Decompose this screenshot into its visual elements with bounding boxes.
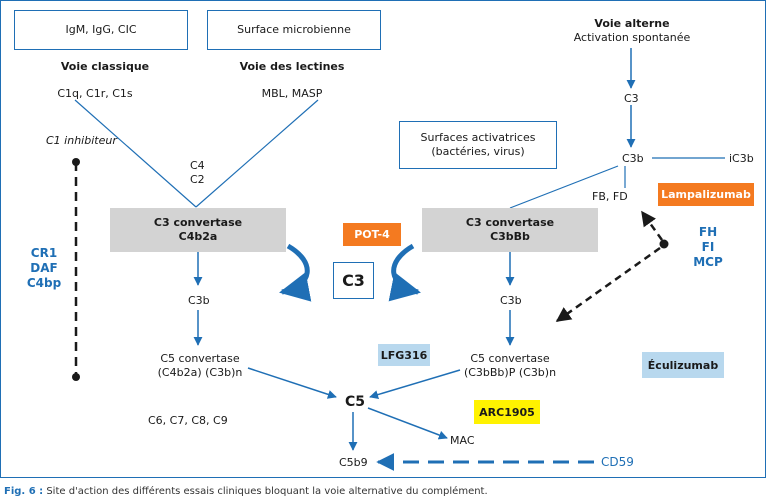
microbial-surface-box: Surface microbienne [207, 10, 381, 50]
lectin-to-convertase-line [195, 99, 319, 208]
right-c5conv-to-c5-arrow [369, 369, 461, 399]
c1-inhibitor-label: C1 inhibiteur [46, 134, 117, 147]
diagram-frame [0, 0, 766, 478]
fi-label: FI [701, 240, 715, 254]
lfg316-badge: LFG316 [378, 344, 430, 366]
inhibitor-bottom-dot [72, 373, 80, 381]
arc1905-label: ARC1905 [479, 405, 535, 419]
lampalizumab-badge: Lampalizumab [658, 183, 754, 206]
lectin-components: MBL, MASP [261, 87, 323, 100]
arc1905-badge: ARC1905 [474, 400, 540, 424]
alt-c3b-label: C3b [622, 152, 644, 165]
alternative-pathway-subtitle: Activation spontanée [573, 31, 691, 44]
left-c5-convertase-line1: C5 convertase [160, 352, 240, 365]
c3-convertase-alternative-line2: C3bBb [490, 230, 530, 243]
activating-surfaces-line1: Surfaces activatrices [420, 131, 536, 144]
activating-surfaces-line2: (bactéries, virus) [431, 145, 525, 158]
lfg316-label: LFG316 [380, 348, 428, 362]
antibody-box: IgM, IgG, CIC [14, 10, 188, 50]
central-c3-box: C3 [333, 262, 374, 299]
right-amplification-arrow [388, 243, 421, 302]
c4bp-label: C4bp [26, 276, 62, 290]
cd59-label: CD59 [601, 455, 634, 469]
microbial-surface-label: Surface microbienne [237, 23, 351, 36]
central-c3-label: C3 [342, 270, 365, 290]
eculizumab-badge: Éculizumab [642, 352, 724, 378]
figure-caption: Fig. 6 : Site d'action des différents es… [4, 486, 488, 497]
fh-label: FH [698, 225, 718, 239]
classical-pathway-title: Voie classique [60, 60, 150, 73]
daf-label: DAF [30, 261, 58, 275]
figure-caption-label: Fig. 6 : [4, 486, 44, 497]
c2-label: C2 [190, 173, 205, 186]
ic3b-label: iC3b [729, 152, 754, 165]
c5-label: C5 [345, 394, 366, 410]
left-amplification-arrow [279, 243, 312, 302]
pot4-badge: POT-4 [343, 223, 401, 246]
right-c3b-label: C3b [500, 294, 522, 307]
late-components-label: C6, C7, C8, C9 [148, 414, 228, 427]
c3-convertase-classical-line2: C4b2a [178, 230, 218, 243]
regulator-dot [659, 239, 669, 249]
fbfd-label: FB, FD [592, 190, 628, 203]
c3-convertase-alternative: C3 convertase C3bBb [422, 208, 598, 252]
cr1-label: CR1 [30, 246, 58, 260]
left-c3b-label: C3b [188, 294, 210, 307]
c3-convertase-classical: C3 convertase C4b2a [110, 208, 286, 252]
eculizumab-label: Éculizumab [647, 358, 719, 372]
c5-to-mac-arrow [367, 407, 448, 440]
activating-surfaces-box: Surfaces activatrices (bactéries, virus) [399, 121, 557, 169]
c5b9-label: C5b9 [339, 456, 368, 469]
left-c5conv-to-c5-arrow [247, 367, 337, 399]
figure-caption-text: Site d'action des différents essais clin… [46, 486, 488, 497]
c3b-to-right-convertase-line [509, 165, 619, 209]
left-c5-convertase-line2: (C4b2a) (C3b)n [157, 366, 243, 379]
regulator-to-c3b-arrow [555, 246, 661, 323]
classical-components: C1q, C1r, C1s [57, 87, 133, 100]
mac-label: MAC [450, 434, 475, 447]
right-c5-convertase-line1: C5 convertase [470, 352, 550, 365]
classical-to-convertase-line [74, 99, 197, 208]
lampalizumab-label: Lampalizumab [661, 188, 751, 201]
mcp-label: MCP [693, 255, 723, 269]
right-c5-convertase-line2: (C3bBb)P (C3b)n [463, 366, 557, 379]
alternative-pathway-title: Voie alterne [594, 17, 670, 30]
antibody-box-label: IgM, IgG, CIC [65, 23, 137, 36]
regulator-to-fbfd-arrow [640, 210, 664, 241]
c3-convertase-alternative-line1: C3 convertase [465, 216, 555, 229]
alt-c3-label: C3 [624, 92, 639, 105]
pot4-label: POT-4 [354, 228, 390, 241]
lectin-pathway-title: Voie des lectines [239, 60, 345, 73]
c3-convertase-classical-line1: C3 convertase [153, 216, 243, 229]
c4-label: C4 [190, 159, 205, 172]
